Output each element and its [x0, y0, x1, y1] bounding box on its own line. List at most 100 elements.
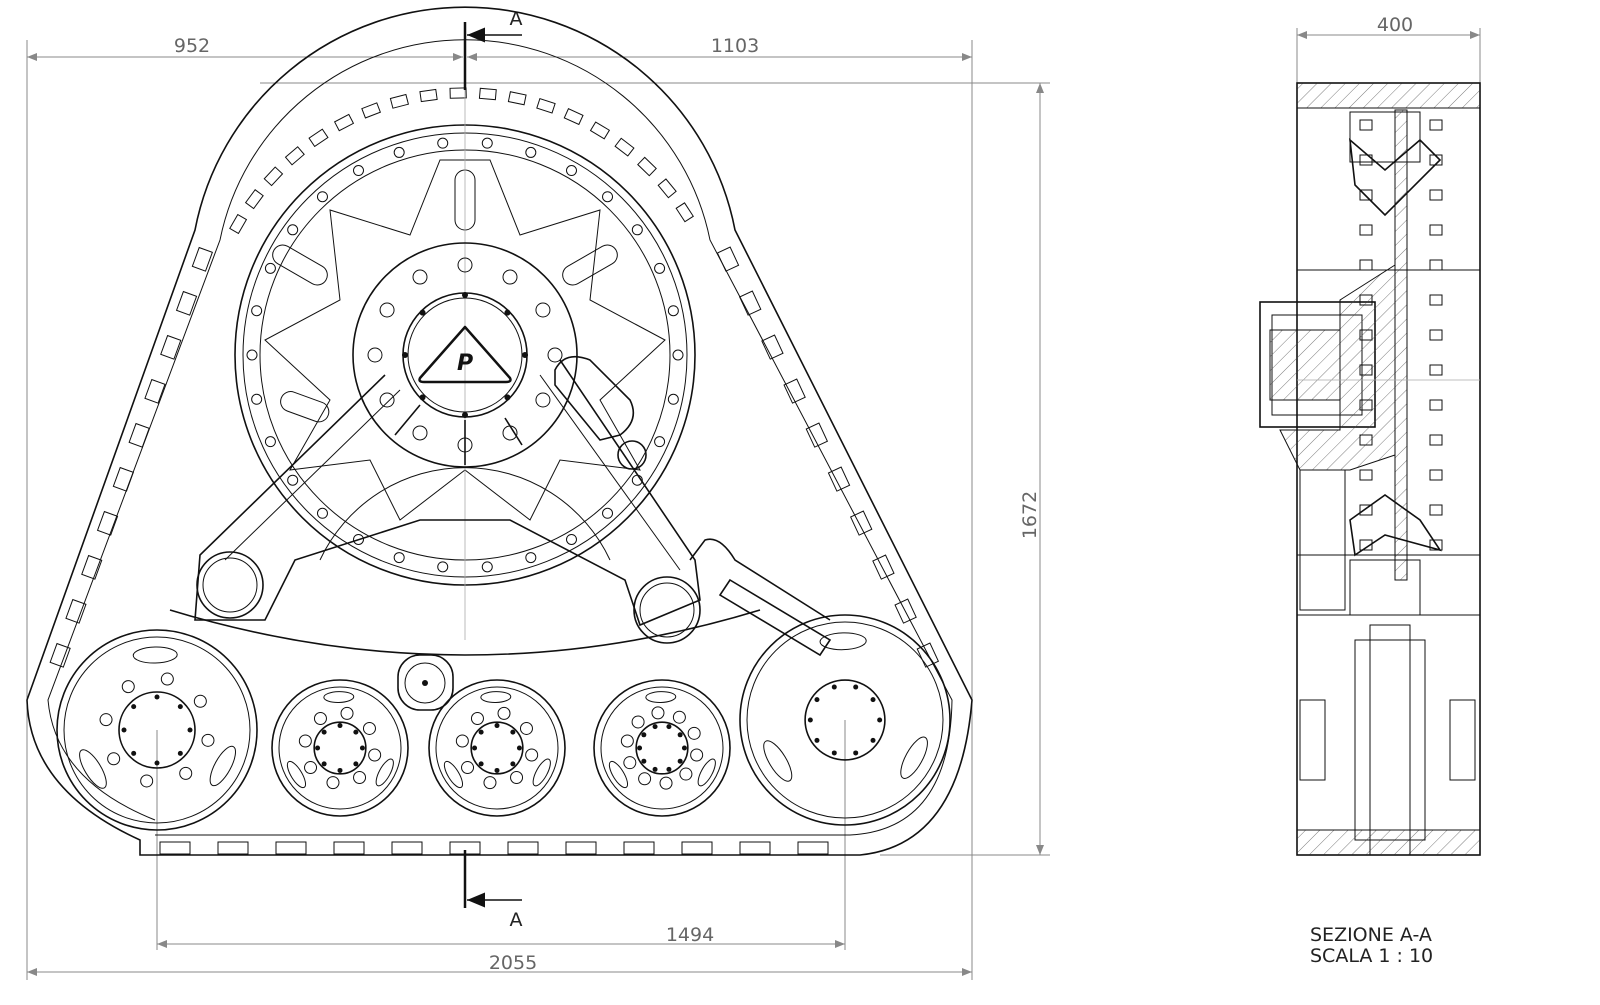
bolt-hole — [667, 393, 679, 405]
wheel-nut — [620, 734, 634, 748]
wheel-bolt — [321, 761, 327, 767]
sprocket-slot — [562, 244, 618, 286]
track-link — [391, 841, 423, 855]
track-link — [872, 554, 895, 580]
wheel-nut — [179, 766, 193, 780]
bolt-hole — [566, 533, 577, 545]
hub: P — [352, 242, 578, 468]
wheel-bolt — [510, 729, 516, 735]
track-belt — [26, 6, 973, 856]
bolt-hole — [353, 533, 364, 545]
bolt-hole — [287, 224, 299, 236]
bolt-hole — [393, 552, 405, 564]
track-link — [229, 213, 248, 235]
wheel-bolt — [641, 758, 647, 764]
hub-bolt — [419, 309, 426, 316]
suspension-arms — [194, 355, 832, 657]
section-title: SEZIONE A-A — [1310, 924, 1432, 946]
bolt-hole — [481, 561, 493, 573]
track-link — [507, 841, 539, 855]
wheel-bolt — [870, 697, 876, 703]
wheel-bolt — [641, 732, 647, 738]
wheel-bolt — [494, 767, 500, 773]
track-link — [894, 598, 917, 624]
track-tooth — [1359, 294, 1373, 306]
lower-frame-arc — [169, 609, 761, 656]
track-link — [449, 87, 467, 99]
track-link — [333, 841, 365, 855]
track-tooth — [1429, 434, 1443, 446]
tensioner-cylinder — [718, 578, 832, 657]
track-link — [681, 841, 713, 855]
track-tooth — [1359, 539, 1373, 551]
pivot-left — [196, 551, 264, 619]
track-link — [159, 841, 191, 855]
track-link — [217, 841, 249, 855]
dim-section-width: 400 — [1377, 14, 1413, 36]
road-wheel — [271, 679, 409, 817]
track-link — [263, 166, 284, 187]
bolt-hole — [264, 262, 276, 274]
track-link — [739, 841, 771, 855]
hub-hole — [502, 269, 518, 285]
track-link — [738, 290, 762, 316]
track-link — [565, 841, 597, 855]
track-link — [144, 378, 166, 404]
wheel-nut — [304, 761, 318, 775]
wheel-window — [819, 632, 867, 651]
bolt-hole — [316, 507, 328, 519]
hub-hole — [535, 302, 551, 318]
track-link — [623, 841, 655, 855]
track-link — [637, 156, 657, 177]
hub-hole — [379, 302, 395, 318]
wheel-bolt — [677, 732, 683, 738]
bolt-hole — [602, 507, 614, 519]
pivot-right — [633, 576, 701, 644]
hub-hole — [379, 392, 395, 408]
track-tooth — [1359, 224, 1373, 236]
wheel-bolt — [478, 761, 484, 767]
wheel-bolt — [154, 760, 160, 766]
track-link — [507, 91, 527, 106]
wheel-bolt — [666, 724, 672, 730]
track-tooth — [1429, 504, 1443, 516]
track-tooth — [1429, 189, 1443, 201]
wheel-nut — [497, 706, 511, 720]
bolt-hole — [264, 436, 276, 448]
track-link — [614, 137, 635, 157]
wheel-nut — [340, 706, 354, 720]
road-wheel — [56, 629, 258, 831]
track-link — [96, 510, 119, 536]
hub-hole — [412, 425, 428, 441]
wheel-window — [480, 691, 512, 703]
road-wheels — [56, 614, 951, 831]
wheel-window — [532, 758, 551, 787]
hub-bolt — [522, 352, 528, 358]
bolt-hole — [654, 262, 666, 274]
wheel-bolt — [131, 750, 137, 756]
track-link — [783, 378, 806, 404]
track-tooth — [1359, 434, 1373, 446]
wheel-nut — [201, 733, 215, 747]
track-link — [563, 108, 584, 126]
wheel-nut — [461, 761, 475, 775]
wheel-window — [286, 760, 307, 789]
hub-bolt — [402, 352, 408, 358]
wheel-bolt — [814, 737, 820, 743]
track-link — [191, 246, 213, 272]
track-tooth — [1359, 189, 1373, 201]
bolt-hole — [316, 191, 328, 203]
track-link — [419, 88, 438, 103]
wheel-nut — [519, 721, 533, 735]
hub-bolt — [419, 394, 426, 401]
wheel-bolt — [353, 761, 359, 767]
bolt-hole — [667, 305, 679, 317]
bolt-hole — [287, 474, 299, 486]
wheel-nut — [672, 710, 686, 724]
wheel-window — [443, 760, 464, 789]
road-wheel — [739, 614, 951, 826]
wheel-bolt — [516, 745, 522, 751]
bolt-hole — [631, 224, 643, 236]
hub-bolt — [504, 309, 511, 316]
wheel-window — [763, 740, 793, 782]
